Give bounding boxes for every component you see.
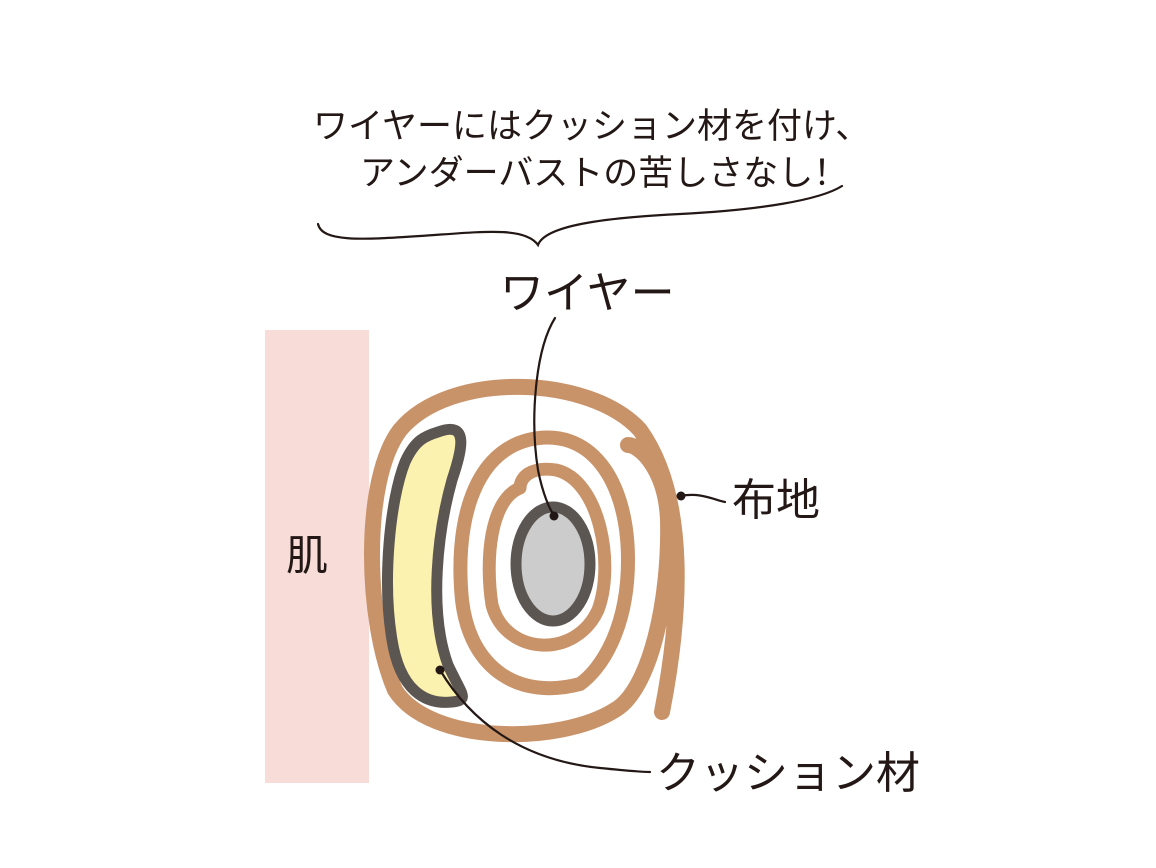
fabric-leader-dot bbox=[676, 491, 686, 501]
wire-label: ワイヤー bbox=[500, 268, 675, 319]
wire-leader-line bbox=[533, 316, 557, 517]
caption-line-1: ワイヤーにはクッション材を付け、 bbox=[313, 107, 870, 147]
fabric-middle-loop bbox=[453, 430, 635, 696]
wire-cross-section bbox=[510, 501, 596, 627]
fabric-inner-loop bbox=[482, 462, 612, 652]
cushion-label: クッション材 bbox=[656, 748, 920, 799]
cushion-leader-dot bbox=[435, 665, 445, 675]
skin-label: 肌 bbox=[286, 531, 328, 580]
caption-brace bbox=[316, 184, 844, 248]
fabric-leader-line bbox=[679, 493, 727, 504]
skin-band bbox=[265, 330, 369, 783]
caption-line-2: アンダーバストの苦しさなし！ bbox=[360, 154, 848, 194]
wire-leader-dot bbox=[549, 511, 559, 521]
cushion-leader-line bbox=[438, 668, 652, 774]
cushion-material bbox=[382, 424, 468, 708]
fabric-outer-wrap bbox=[364, 378, 685, 743]
fabric-label: 布地 bbox=[732, 475, 820, 526]
